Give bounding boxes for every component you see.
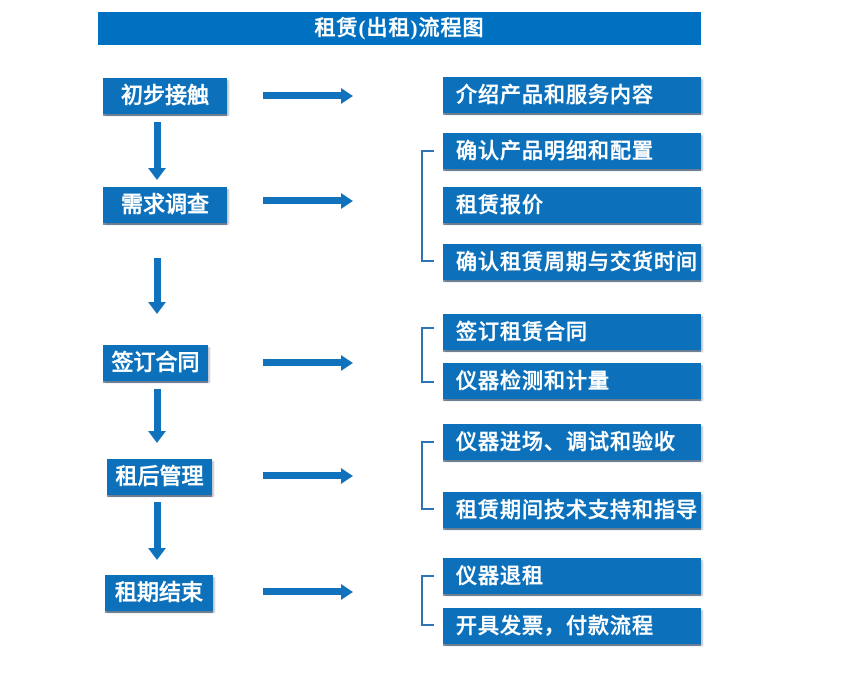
arrow-right-3 — [263, 355, 353, 371]
detail-box-tech-support: 租赁期间技术支持和指导 — [443, 492, 701, 528]
arrow-shaft — [154, 389, 161, 432]
arrow-shaft — [263, 588, 342, 595]
arrow-head-icon — [148, 302, 166, 314]
arrow-shaft — [263, 359, 342, 366]
arrow-down-4 — [148, 502, 166, 560]
bracket-management-group — [421, 441, 434, 510]
arrow-head-icon — [341, 355, 353, 371]
detail-box-confirm-product-details: 确认产品明细和配置 — [443, 133, 701, 169]
bracket-requirement-group — [421, 150, 434, 262]
step-box-contract-signing: 签订合同 — [103, 345, 208, 381]
arrow-down-1 — [148, 122, 166, 180]
arrow-head-icon — [148, 548, 166, 560]
arrow-right-2 — [263, 193, 353, 209]
arrow-right-1 — [263, 88, 353, 104]
arrow-down-3 — [148, 389, 166, 443]
step-box-requirement-survey: 需求调查 — [103, 187, 227, 223]
arrow-shaft — [263, 92, 342, 99]
bracket-contract-group — [421, 327, 434, 383]
arrow-head-icon — [341, 468, 353, 484]
detail-box-instrument-setup: 仪器进场、调试和验收 — [443, 424, 701, 460]
arrow-right-5 — [263, 584, 353, 600]
detail-box-instrument-return: 仪器退租 — [443, 558, 701, 594]
arrow-down-2 — [148, 258, 166, 314]
arrow-head-icon — [341, 88, 353, 104]
arrow-head-icon — [341, 193, 353, 209]
arrow-head-icon — [148, 168, 166, 180]
detail-box-invoice-payment: 开具发票，付款流程 — [443, 608, 701, 644]
arrow-shaft — [154, 258, 161, 303]
detail-box-instrument-inspection: 仪器检测和计量 — [443, 363, 701, 399]
detail-box-confirm-rental-period: 确认租赁周期与交货时间 — [443, 244, 701, 280]
step-box-post-rental-management: 租后管理 — [107, 459, 212, 495]
detail-box-sign-rental-contract: 签订租赁合同 — [443, 314, 701, 350]
arrow-head-icon — [148, 431, 166, 443]
arrow-shaft — [263, 197, 342, 204]
arrow-shaft — [154, 122, 161, 169]
bracket-lease-end-group — [421, 575, 434, 626]
step-box-lease-end: 租期结束 — [105, 575, 213, 611]
detail-box-rental-quote: 租赁报价 — [443, 187, 701, 223]
flowchart-title: 租赁(出租)流程图 — [98, 12, 701, 45]
arrow-shaft — [154, 502, 161, 549]
arrow-shaft — [263, 472, 342, 479]
step-box-initial-contact: 初步接触 — [103, 78, 227, 114]
detail-box-introduce-products: 介绍产品和服务内容 — [443, 77, 701, 113]
arrow-head-icon — [341, 584, 353, 600]
arrow-right-4 — [263, 468, 353, 484]
